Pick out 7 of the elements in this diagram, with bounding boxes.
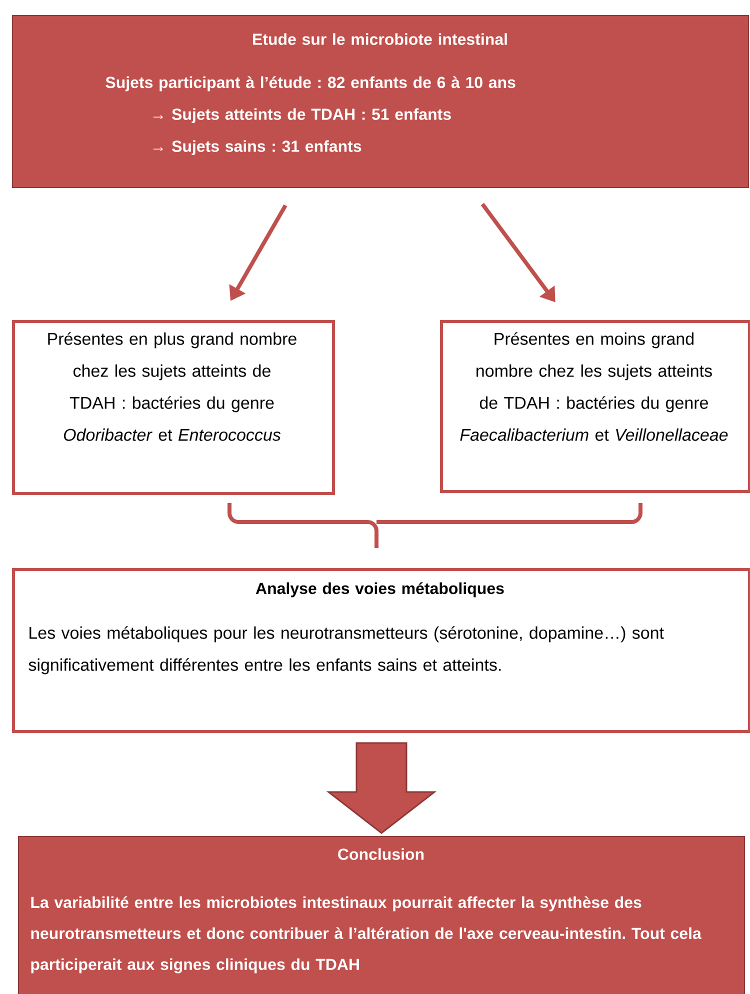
- conclusion-box: Conclusion La variabilité entre les microbiotes intestinaux pourrait affecter la synthèse des neurotransmetteurs et donc contribuer à l’altération de l'axe cerveau-intestin. Tout cela participerait aux signes cliniques du TDAH: [18, 836, 745, 994]
- finding-box: Présentes en moins grand nombre chez les sujets atteints de TDAH : bactéries du genre Faecalibacterium et Veillonellaceae: [440, 320, 750, 493]
- block-arrow: [326, 742, 437, 834]
- study-box: Etude sur le microbiote intestinal Sujets participant à l’étude : 82 enfants de 6 à 10 ans → Sujets atteints de TDAH : 51 enfants → Sujets sains : 31 enfants: [12, 15, 749, 188]
- finding-box: Présentes en plus grand nombre chez les sujets atteints de TDAH : bactéries du genre Odoribacter et Enterococcus: [12, 320, 335, 495]
- brace-connector: [228, 501, 642, 550]
- analysis-box: Analyse des voies métaboliques Les voies métaboliques pour les neurotransmetteurs (sérotonine, dopamine…) sont significativement différentes entre les enfants sains et atteints.: [12, 568, 750, 733]
